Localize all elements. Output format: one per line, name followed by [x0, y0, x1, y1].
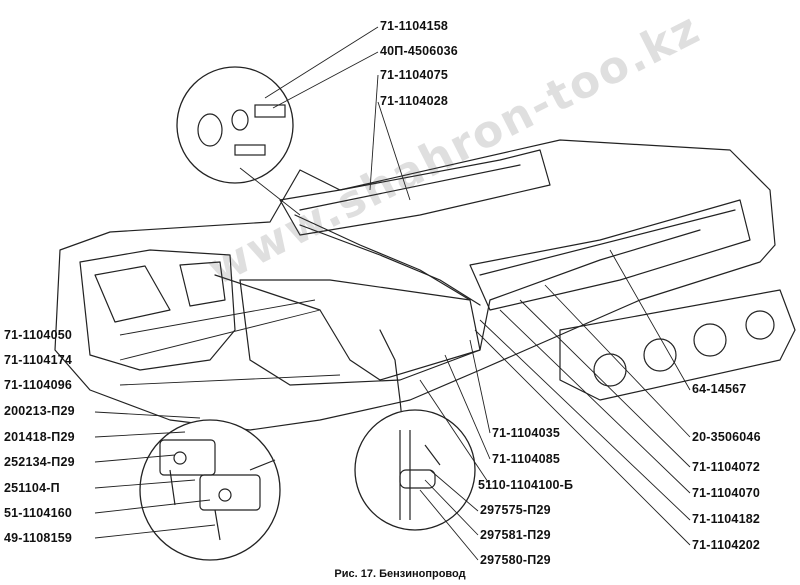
part-label: 49-1108159 — [4, 531, 73, 545]
hull-outline — [54, 139, 776, 431]
part-label: 297581-П29 — [480, 528, 551, 542]
part-label: 71-1104035 — [492, 426, 561, 440]
part-label: 71-1104085 — [492, 452, 561, 466]
fuel-tank-left-top — [299, 164, 521, 211]
track-outline — [559, 289, 796, 401]
part-label: 71-1104075 — [380, 68, 449, 82]
side-panel — [239, 279, 481, 386]
part-label: 251104-П — [4, 481, 60, 495]
windshield-right — [179, 261, 226, 307]
fuel-tank-right-top — [479, 209, 736, 276]
part-label: 71-1104050 — [4, 328, 73, 342]
fuel-tank-left — [279, 149, 551, 236]
part-label: 20-3506046 — [692, 430, 761, 444]
part-label: 71-1104202 — [692, 538, 761, 552]
road-wheel — [593, 353, 627, 387]
road-wheel — [693, 323, 727, 357]
part-label: 71-1104070 — [692, 486, 761, 500]
road-wheel — [745, 310, 775, 340]
hull-front-panel — [79, 249, 236, 371]
part-label: 200213-П29 — [4, 404, 75, 418]
part-label: 297580-П29 — [480, 553, 551, 567]
part-label: 297575-П29 — [480, 503, 551, 517]
fuel-line-tertiary — [299, 224, 481, 306]
road-wheel — [643, 338, 677, 372]
part-label: 71-1104028 — [380, 94, 449, 108]
part-label: 71-1104072 — [692, 460, 761, 474]
part-label: 40П-4506036 — [380, 44, 458, 58]
fuel-line-main — [214, 229, 701, 381]
part-label: 252134-П29 — [4, 455, 75, 469]
windshield — [94, 265, 171, 323]
part-label: 71-1104158 — [380, 19, 449, 33]
fuel-line-secondary — [294, 214, 471, 301]
part-label: 71-1104182 — [692, 512, 761, 526]
detail-circle-top — [176, 66, 294, 184]
part-label: 51-1104160 — [4, 506, 73, 520]
part-label: 64-14567 — [692, 382, 747, 396]
part-label: 201418-П29 — [4, 430, 75, 444]
part-label: 5110-1104100-Б — [478, 478, 574, 492]
fuel-tank-right — [469, 199, 751, 311]
part-label: 71-1104174 — [4, 353, 73, 367]
part-label: 71-1104096 — [4, 378, 73, 392]
figure-caption: Рис. 17. Бензинопровод — [334, 568, 466, 580]
